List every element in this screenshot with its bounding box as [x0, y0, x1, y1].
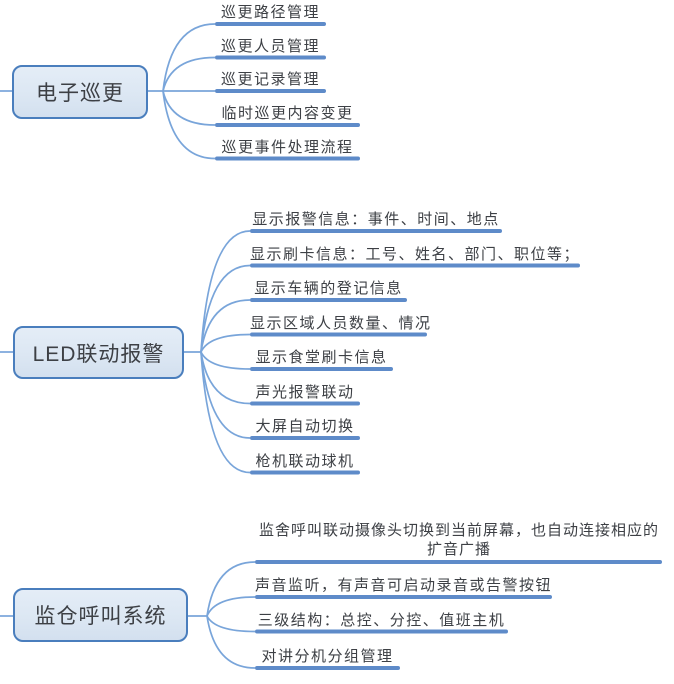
topic-node-cell-call-system[interactable]: 监仓呼叫系统	[13, 588, 188, 642]
branch-topic[interactable]: 枪机联动球机	[255, 452, 355, 470]
branch-topic[interactable]: 显示车辆的登记信息	[254, 280, 403, 297]
connector-curve	[200, 299, 251, 353]
branch-topic[interactable]: 巡更人员管理	[220, 37, 320, 55]
connector-curve	[200, 351, 251, 474]
branch-topic[interactable]: 显示报警信息：事件、时间、地点	[252, 211, 500, 228]
connector-curve	[162, 90, 216, 160]
branch-topic[interactable]: 巡更事件处理流程	[221, 138, 354, 156]
connector-curve	[206, 561, 256, 617]
connector-curve	[200, 351, 251, 370]
branch-topic[interactable]: 声音监听，有声音可启动录音或告警按钮	[255, 577, 553, 594]
connector-curve	[206, 615, 256, 633]
connector-curve	[206, 615, 256, 669]
topic-node-led-linked-alarm[interactable]: LED联动报警	[13, 326, 184, 379]
branch-topic[interactable]: 对讲分机分组管理	[261, 648, 394, 665]
branch-topic[interactable]: 巡更记录管理	[220, 71, 320, 88]
connector-curve	[162, 56, 216, 92]
branch-topic[interactable]: 三级结构：总控、分控、值班主机	[257, 611, 506, 629]
branch-topic[interactable]: 显示区域人员数量、情况	[250, 314, 432, 332]
branch-topic[interactable]: 大屏自动切换	[255, 418, 355, 435]
connector-curve	[200, 264, 251, 353]
connector-curve	[206, 596, 256, 617]
branch-topic[interactable]: 临时巡更内容变更	[221, 105, 354, 122]
connector-curve	[200, 351, 251, 405]
branch-topic[interactable]: 显示食堂刷卡信息	[255, 349, 388, 366]
connector-curve	[162, 90, 216, 126]
connector-curve	[162, 23, 216, 92]
connector-curve	[200, 230, 251, 353]
branch-topic[interactable]: 声光报警联动	[255, 383, 355, 401]
topic-node-electronic-patrol[interactable]: 电子巡更	[12, 65, 148, 119]
branch-topic[interactable]: 监舍呼叫联动摄像头切换到当前屏幕，也自动连接相应的扩音广播	[258, 522, 659, 558]
connector-curve	[200, 351, 251, 439]
connector-curve	[200, 333, 251, 353]
branch-topic[interactable]: 巡更路径管理	[220, 4, 320, 21]
branch-topic[interactable]: 显示刷卡信息：工号、姓名、部门、职位等；	[250, 245, 581, 263]
